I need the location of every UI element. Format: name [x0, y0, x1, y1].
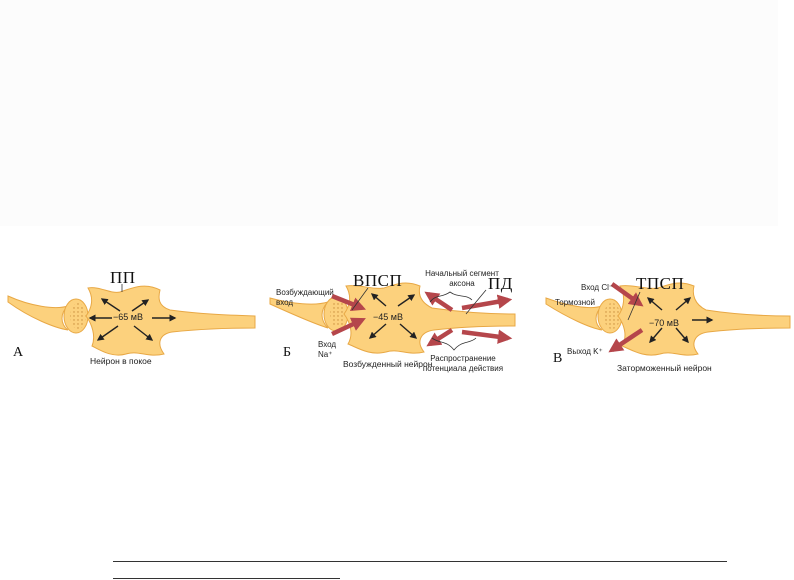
caption-c: Заторможенный нейрон [617, 363, 712, 373]
action-potential-label: ПД [488, 274, 513, 293]
page-background-band [0, 0, 778, 226]
axon-segment-label: Начальный сегмент аксона [425, 269, 499, 288]
field-arrow [646, 297, 663, 311]
answer-line [113, 561, 727, 562]
soma-a [85, 285, 256, 356]
field-arrow [368, 323, 387, 339]
field-arrow [397, 294, 416, 307]
panel-letter-c: В [553, 351, 563, 366]
field-arrow [399, 323, 418, 339]
ion-arrow [426, 328, 454, 347]
ion-arrow [461, 329, 513, 344]
field-arrow [96, 325, 119, 341]
neuron-b [269, 282, 516, 354]
voltage-b: −45 мВ [373, 312, 403, 322]
vesicles-a [70, 303, 86, 329]
ion-arrow [424, 291, 454, 312]
voltage-a: −65 мВ [113, 312, 143, 322]
answer-line-short [113, 578, 340, 579]
field-arrow [675, 327, 689, 344]
ion-arrow [608, 328, 644, 353]
neuron-c [545, 282, 791, 356]
caption-a: Нейрон в покое [90, 356, 152, 366]
vesicles-b [330, 301, 346, 327]
caption-b: Возбужденный нейрон [343, 359, 433, 369]
pointer-line [351, 287, 369, 311]
cl-input-label: Вход Cl⁻ [581, 283, 614, 292]
axon-segment-brace [429, 291, 473, 303]
neuron-a [7, 284, 256, 356]
neuron-diagram: ПП −65 мВ А Нейрон в покое Возбуждающий … [0, 258, 794, 388]
panel-letter-b: Б [283, 345, 292, 360]
propagation-label: Распространение потенциала действия [422, 354, 504, 373]
axon-terminal-b [269, 297, 329, 329]
pointer-line [465, 289, 487, 315]
field-arrow [133, 325, 154, 341]
field-arrow [675, 297, 692, 311]
potential-label-b: ВПСП [353, 271, 403, 290]
panel-letter-a: А [13, 345, 24, 360]
soma-b [343, 282, 516, 354]
k-output-label: Выход K⁺ [567, 347, 603, 356]
ion-arrow [610, 282, 644, 307]
inhibitory-label: Тормозной [555, 298, 596, 307]
field-arrow [649, 327, 663, 344]
vesicles-c [604, 303, 620, 329]
ion-arrow [461, 294, 513, 311]
excitatory-input-label: Возбуждающий вход [276, 288, 334, 307]
field-arrow [100, 298, 121, 312]
ion-arrow [331, 293, 367, 311]
potential-label-c: ТПСП [636, 274, 685, 293]
axon-terminal-c [545, 297, 603, 331]
neuron-diagram-svg [7, 282, 791, 356]
field-arrow [370, 293, 387, 307]
propagation-brace [431, 337, 477, 351]
pointer-line [627, 291, 641, 321]
na-input-label: Вход Na⁺ [318, 340, 337, 359]
voltage-c: −70 мВ [649, 318, 679, 328]
potential-label-a: ПП [110, 268, 136, 287]
field-arrow [131, 299, 150, 312]
axon-terminal-a [7, 295, 69, 331]
ion-arrow [331, 317, 366, 337]
